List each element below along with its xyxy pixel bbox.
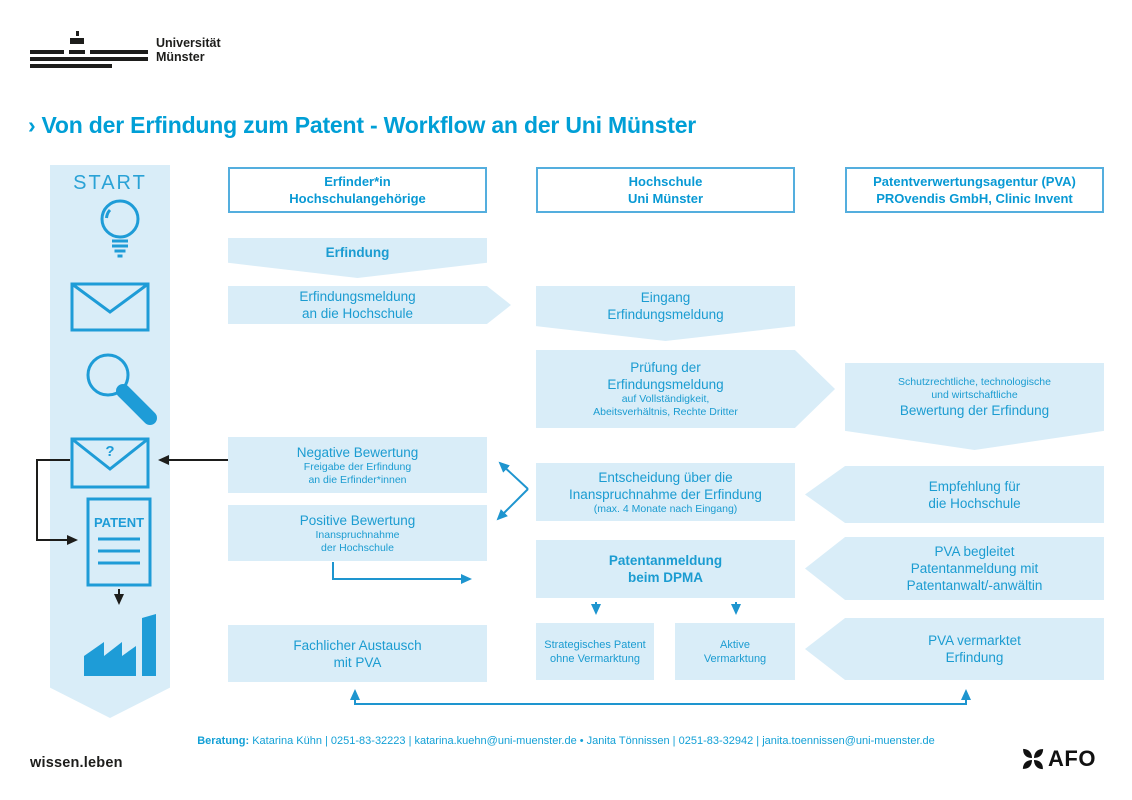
node-strategisches-patent: Strategisches Patent ohne Vermarktung (536, 623, 654, 680)
connector-entscheidung-to-negative (498, 461, 529, 490)
node-erfindungsmeldung: Erfindungsmeldung an die Hochschule (228, 286, 511, 324)
wissen-leben-claim: wissen.leben (30, 755, 123, 771)
afo-pinwheel-icon (1022, 748, 1044, 770)
lightbulb-icon (100, 199, 140, 258)
node-patentanmeldung: Patentanmeldung beim DPMA (536, 540, 795, 598)
node-empfehlung: Empfehlung für die Hochschule (805, 466, 1104, 523)
node-aktive-vermarktung: Aktive Vermarktung (675, 623, 795, 680)
afo-label: AFO (1048, 746, 1096, 771)
logo-line2: Münster (156, 50, 205, 64)
contact-line: Beratung: Katarina Kühn | 0251-83-32223 … (0, 735, 1132, 747)
patent-label: PATENT (94, 515, 144, 530)
node-negative-bewertung: Negative Bewertung Freigabe der Erfindun… (228, 437, 487, 493)
envelope-icon (70, 282, 150, 332)
column-header-erfinder: Erfinder*in Hochschulangehörige (228, 167, 487, 213)
node-entscheidung: Entscheidung über die Inanspruchnahme de… (536, 463, 795, 521)
question-mark: ? (105, 443, 114, 460)
connector-entscheidung-to-positive (496, 488, 529, 521)
node-fachlicher-austausch: Fachlicher Austausch mit PVA (228, 625, 487, 682)
afo-logo: AFO (1020, 746, 1096, 772)
node-eingang: Eingang Erfindungsmeldung (536, 286, 795, 341)
node-pva-begleitet: PVA begleitet Patentanmeldung mit Patent… (805, 537, 1104, 600)
logo-tower-cap (70, 38, 84, 44)
connector-positive-to-patentanmeldung (332, 562, 472, 584)
column-header-hochschule: Hochschule Uni Münster (536, 167, 795, 213)
logo-tower-stem (76, 31, 79, 36)
column-header-pva: Patentverwertungsagentur (PVA) PROvendis… (845, 167, 1104, 213)
logo-wordmark: Universität Münster (156, 36, 221, 64)
university-logo: Universität Münster (0, 0, 300, 90)
factory-icon (84, 614, 156, 676)
contact-text: Katarina Kühn | 0251-83-32223 | katarina… (252, 735, 935, 747)
node-positive-bewertung: Positive Bewertung Inanspruchnahme der H… (228, 505, 487, 561)
node-pva-vermarktet: PVA vermarktet Erfindung (805, 618, 1104, 680)
node-erfindung: Erfindung (228, 238, 487, 278)
node-pruefung: Prüfung der Erfindungsmeldung auf Vollst… (536, 350, 835, 428)
logo-line1: Universität (156, 36, 221, 50)
start-label: START (73, 172, 147, 194)
page-title: ›Von der Erfindung zum Patent - Workflow… (28, 112, 697, 138)
title-chevron-icon: › (28, 112, 36, 138)
patent-document-icon: PATENT (86, 497, 152, 587)
magnifier-icon (86, 353, 157, 425)
beratung-label: Beratung: (197, 735, 250, 747)
node-bewertung-erfindung: Schutzrechtliche, technologische und wir… (845, 363, 1104, 450)
envelope-question-icon: ? (70, 437, 150, 489)
